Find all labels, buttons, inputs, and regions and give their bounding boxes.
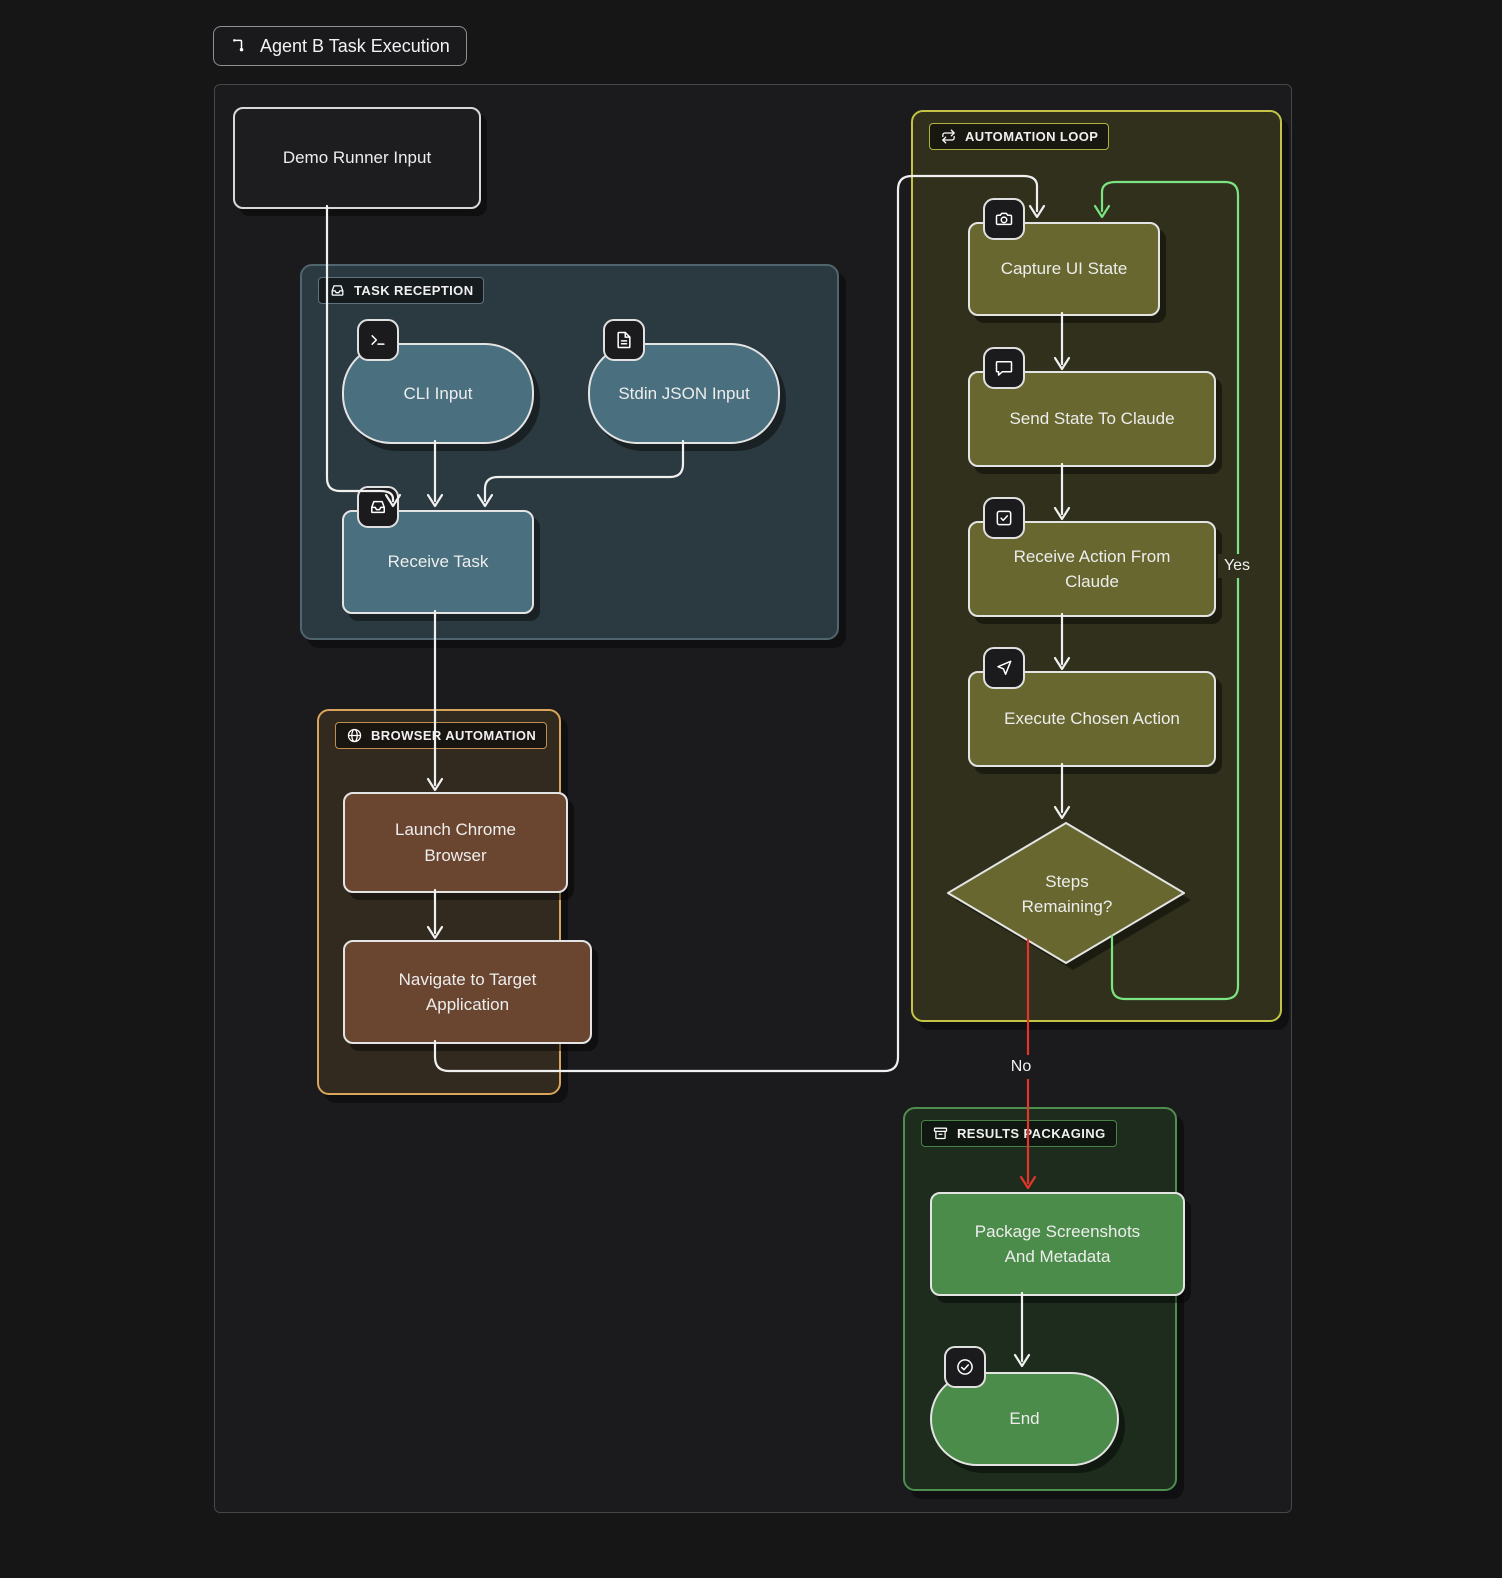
terminal-icon bbox=[357, 319, 399, 361]
group-task-reception-header: TASK RECEPTION bbox=[318, 277, 485, 304]
node-navigate-to-target-application-label: Navigate to Target Application bbox=[398, 969, 537, 1015]
node-launch-chrome-browser: Launch Chrome Browser bbox=[343, 792, 568, 893]
node-cli-input-label: CLI Input bbox=[403, 383, 473, 403]
inbox-icon bbox=[357, 486, 399, 528]
check-square-icon bbox=[983, 497, 1025, 539]
group-results-packaging-label: RESULTS PACKAGING bbox=[957, 1126, 1106, 1141]
group-browser-automation-label: BROWSER AUTOMATION bbox=[371, 728, 537, 743]
globe-icon bbox=[347, 728, 362, 743]
node-execute-chosen-action-label: Execute Chosen Action bbox=[1004, 709, 1180, 729]
cursor-pointer-icon bbox=[983, 647, 1025, 689]
node-capture-ui-state-label: Capture UI State bbox=[1000, 259, 1128, 279]
check-circle-icon bbox=[944, 1346, 986, 1388]
node-send-state-to-claude-label: Send State To Claude bbox=[1009, 409, 1175, 429]
inbox-icon bbox=[331, 285, 344, 296]
camera-icon bbox=[983, 198, 1025, 240]
node-launch-chrome-browser-label: Launch Chrome Browser bbox=[395, 820, 516, 865]
node-demo-runner-input: Demo Runner Input bbox=[233, 107, 481, 209]
node-receive-task-label: Receive Task bbox=[387, 552, 489, 572]
file-text-icon bbox=[603, 319, 645, 361]
message-bubble-icon bbox=[983, 347, 1025, 389]
diagram-title-box: Agent B Task Execution bbox=[213, 26, 467, 66]
edge-label-no: No bbox=[1004, 1055, 1038, 1079]
repeat-loop-icon bbox=[942, 129, 955, 144]
flow-connector-icon bbox=[233, 39, 244, 52]
node-steps-remaining: Steps Remaining? bbox=[942, 813, 1192, 975]
node-package-screenshots-label: Package Screenshots And Metadata bbox=[974, 1221, 1141, 1267]
group-task-reception-label: TASK RECEPTION bbox=[354, 283, 474, 298]
node-end-label: End bbox=[1009, 1409, 1040, 1429]
archive-box-icon bbox=[933, 1127, 948, 1140]
node-receive-action-from-claude-label: Receive Action From Claude bbox=[1013, 546, 1171, 592]
group-browser-automation-header: BROWSER AUTOMATION bbox=[335, 722, 548, 749]
group-automation-loop-label: AUTOMATION LOOP bbox=[965, 129, 1099, 144]
diagram-title: Agent B Task Execution bbox=[260, 35, 450, 56]
node-package-screenshots-and-metadata: Package Screenshots And Metadata bbox=[930, 1192, 1185, 1296]
node-navigate-to-target-application: Navigate to Target Application bbox=[343, 940, 592, 1044]
node-demo-runner-input-label: Demo Runner Input bbox=[282, 148, 432, 168]
node-stdin-json-input-label: Stdin JSON Input bbox=[618, 383, 750, 403]
group-results-packaging-header: RESULTS PACKAGING bbox=[921, 1120, 1117, 1147]
edge-label-yes: Yes bbox=[1217, 554, 1257, 578]
node-steps-remaining-label: Steps Remaining? bbox=[1021, 871, 1113, 917]
group-automation-loop-header: AUTOMATION LOOP bbox=[929, 123, 1110, 150]
